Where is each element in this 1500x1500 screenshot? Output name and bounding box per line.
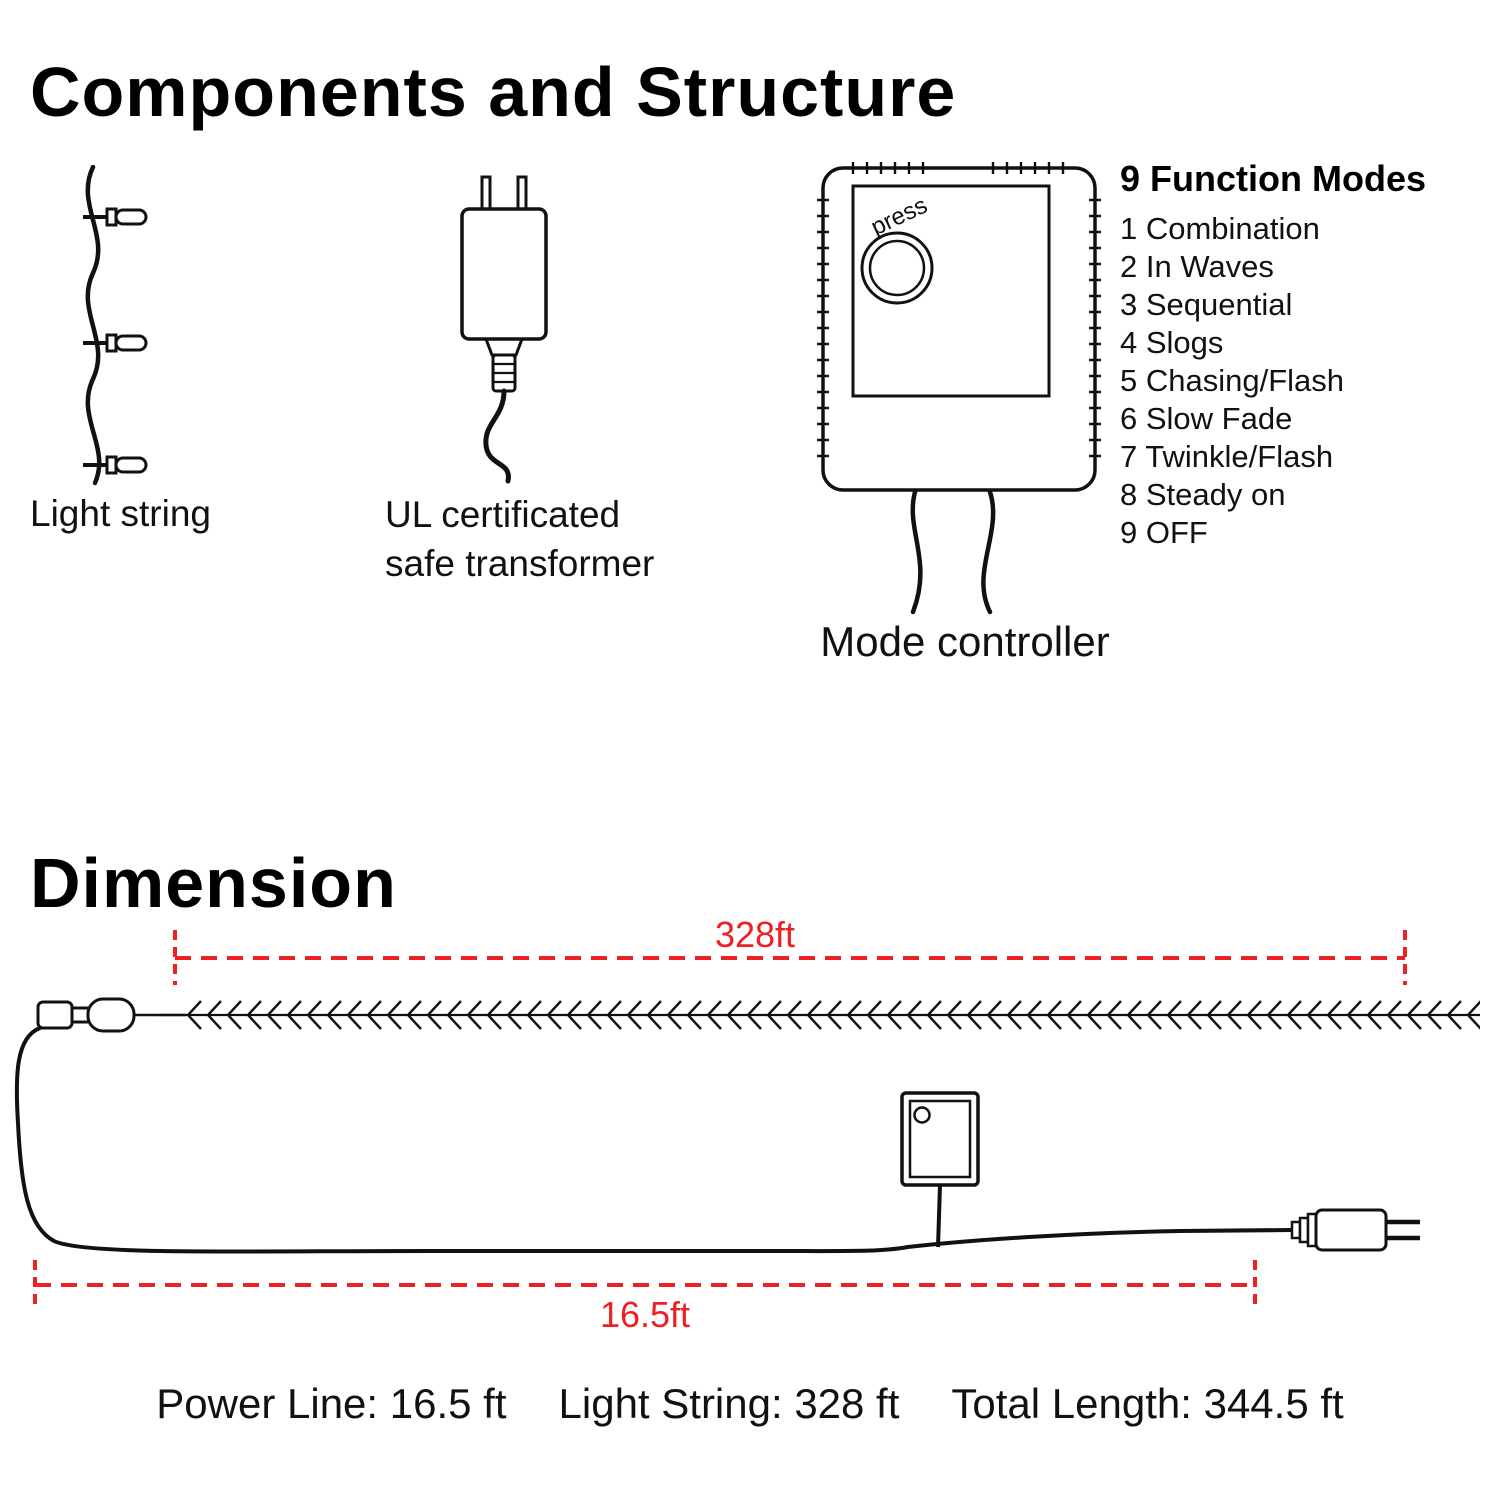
mode-item: 8 Steady on — [1120, 477, 1286, 512]
transformer-label-line2: safe transformer — [385, 543, 655, 584]
transformer-label-line1: UL certificated — [385, 494, 621, 535]
inline-controller — [900, 1091, 980, 1248]
controller-wire-right — [981, 489, 996, 615]
power-plug — [1290, 1208, 1420, 1252]
mode-item: 7 Twinkle/Flash — [1120, 439, 1334, 474]
mode-item: 1 Combination — [1120, 211, 1320, 246]
dimension-line-328ft — [173, 930, 1407, 985]
mode-controller-icon: press — [817, 162, 1101, 615]
light-string-bulbs — [83, 207, 148, 475]
summary-power-line: Power Line: 16.5 ft — [156, 1380, 507, 1427]
light-string-wire — [85, 165, 102, 486]
bulb — [83, 455, 148, 475]
controller-wire-left — [910, 489, 923, 615]
controller-body — [817, 162, 1101, 615]
string-connector — [36, 997, 186, 1033]
transformer-drawing — [460, 175, 548, 484]
power-line-wire — [14, 1026, 1294, 1254]
transformer-icon — [460, 175, 548, 484]
dimension-diagram: 328ft 16.5ft — [14, 914, 1480, 1335]
dimension-summary: Power Line: 16.5 ft Light String: 328 ft… — [0, 1380, 1500, 1428]
components-section-title: Components and Structure — [30, 53, 957, 131]
summary-light-string: Light String: 328 ft — [558, 1380, 900, 1427]
mode-item: 5 Chasing/Flash — [1120, 363, 1345, 398]
mode-controller-label: Mode controller — [820, 618, 1110, 665]
mode-item: 9 OFF — [1120, 515, 1208, 550]
bulb — [83, 333, 148, 353]
function-modes-title: 9 Function Modes — [1120, 158, 1426, 199]
press-button — [860, 231, 934, 305]
mode-item: 6 Slow Fade — [1120, 401, 1293, 436]
light-string-icon — [83, 165, 148, 486]
bulb — [83, 207, 148, 227]
light-string-run — [158, 997, 1480, 1033]
length-label-328ft: 328ft — [715, 914, 795, 955]
transformer-label: UL certificated safe transformer — [385, 490, 654, 588]
function-modes-panel: 9 Function Modes 1 Combination 2 In Wave… — [1120, 158, 1500, 552]
mode-item: 3 Sequential — [1120, 287, 1293, 322]
summary-total-length: Total Length: 344.5 ft — [951, 1380, 1344, 1427]
dimension-section-title: Dimension — [30, 844, 397, 922]
light-string-label: Light string — [30, 493, 211, 534]
mode-item: 4 Slogs — [1120, 325, 1224, 360]
length-label-16-5ft: 16.5ft — [600, 1294, 690, 1335]
dimension-line-16-5ft — [33, 1260, 1257, 1310]
mode-item: 2 In Waves — [1120, 249, 1274, 284]
